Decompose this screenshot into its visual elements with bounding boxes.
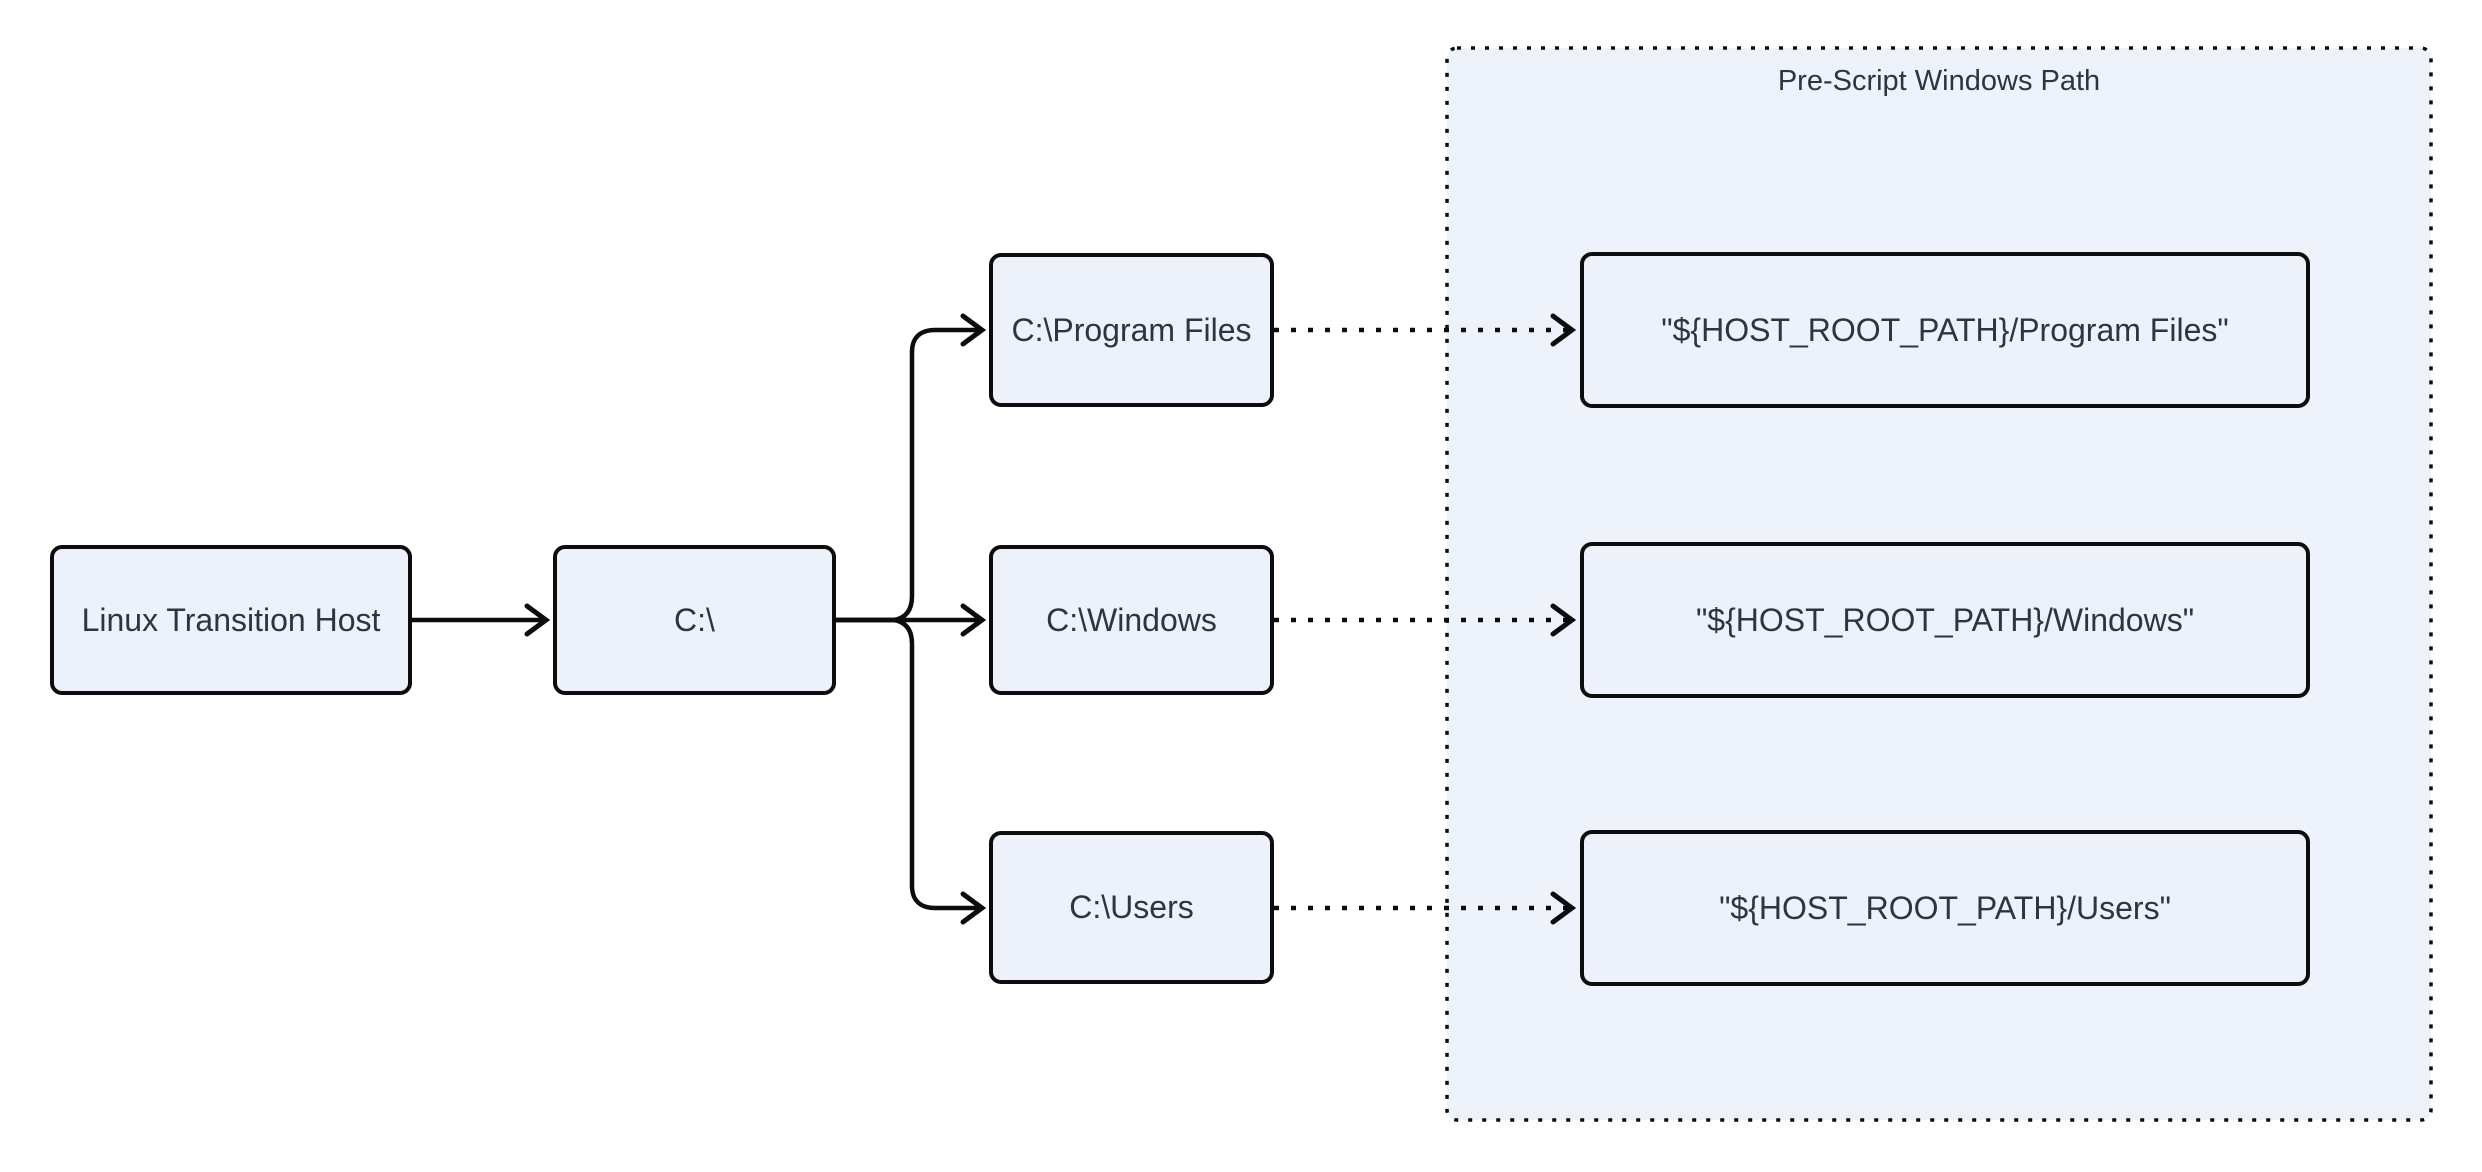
node-c-drive: C:\ [553, 545, 836, 695]
node-c-program-files-label: C:\Program Files [1011, 311, 1252, 348]
node-c-users-label: C:\Users [1069, 889, 1194, 926]
node-host-path-users-label: "${HOST_ROOT_PATH}/Users" [1719, 889, 2171, 926]
container-title: Pre-Script Windows Path [1777, 65, 2101, 97]
node-host-path-windows: "${HOST_ROOT_PATH}/Windows" [1580, 542, 2310, 698]
node-host-path-program-files-label: "${HOST_ROOT_PATH}/Program Files" [1661, 311, 2229, 348]
node-linux-transition-host: Linux Transition Host [50, 545, 412, 695]
node-c-windows-label: C:\Windows [1046, 601, 1217, 638]
node-c-drive-label: C:\ [674, 601, 715, 638]
node-host-path-users: "${HOST_ROOT_PATH}/Users" [1580, 830, 2310, 986]
node-c-program-files: C:\Program Files [989, 253, 1274, 407]
node-host-path-program-files: "${HOST_ROOT_PATH}/Program Files" [1580, 252, 2310, 408]
node-linux-transition-host-label: Linux Transition Host [81, 601, 381, 638]
node-c-windows: C:\Windows [989, 545, 1274, 695]
edge-cdrive-to-program-files [836, 330, 982, 623]
node-c-users: C:\Users [989, 831, 1274, 984]
edge-cdrive-to-users [836, 617, 982, 908]
node-host-path-windows-label: "${HOST_ROOT_PATH}/Windows" [1695, 601, 2195, 638]
